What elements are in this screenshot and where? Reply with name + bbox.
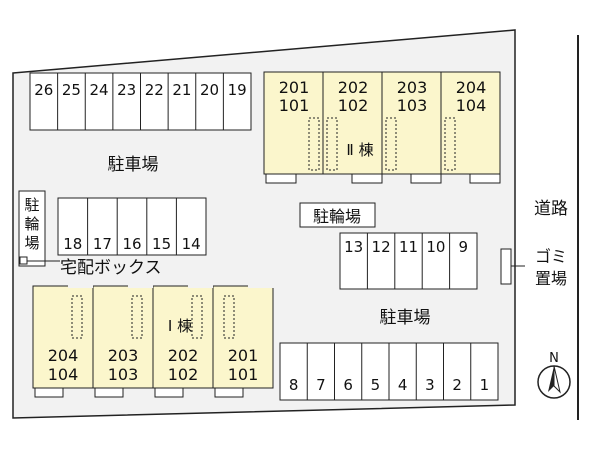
parking-lot-label-north: 駐車場 (108, 155, 159, 175)
svg-text:駐: 駐 (24, 196, 39, 214)
garbage-area: ゴミ 置場 (500, 247, 567, 288)
delivery-box: 宅配ボックス (19, 256, 162, 278)
unit-number-upper: 203 (397, 78, 428, 97)
parking-stall-number: 22 (145, 81, 164, 99)
building-1-label: Ⅰ 棟 (168, 317, 192, 335)
parking-stall-number: 8 (289, 376, 299, 394)
parking-stall-number: 15 (152, 235, 171, 253)
parking-stall-number: 10 (426, 238, 445, 256)
parking-lot-label-south: 駐車場 (380, 308, 431, 328)
svg-text:置場: 置場 (535, 269, 567, 288)
unit-number-lower: 104 (456, 96, 487, 115)
unit-number-upper: 204 (48, 346, 79, 365)
parking-stall-number: 16 (122, 235, 141, 253)
building-2-label: Ⅱ 棟 (346, 141, 373, 159)
unit-number-upper: 203 (108, 346, 139, 365)
svg-text:ゴミ: ゴミ (535, 247, 567, 266)
bicycle-parking-center: 駐輪場 (299, 202, 376, 228)
unit-number-upper: 202 (338, 78, 369, 97)
unit-number-lower: 103 (108, 365, 139, 384)
parking-stall-number: 2 (452, 376, 462, 394)
unit-number-lower: 101 (228, 365, 259, 384)
parking-stall-number: 21 (172, 81, 191, 99)
parking-mid: 18 17 16 15 14 (57, 197, 207, 256)
parking-stall-number: 4 (398, 376, 408, 394)
unit-number-upper: 201 (279, 78, 310, 97)
parking-stall-number: 6 (343, 376, 353, 394)
unit-number-lower: 101 (279, 96, 310, 115)
svg-text:輪: 輪 (24, 215, 39, 233)
parking-stall-number: 23 (117, 81, 136, 99)
parking-stall-number: 18 (63, 235, 82, 253)
north-arrow-icon: N (537, 351, 571, 399)
unit-number-upper: 202 (168, 346, 199, 365)
parking-stall-number: 25 (62, 81, 81, 99)
parking-stall-number: 13 (344, 238, 363, 256)
svg-text:場: 場 (24, 234, 39, 252)
unit-number-lower: 102 (168, 365, 199, 384)
parking-stall-number: 5 (371, 376, 381, 394)
parking-stall-number: 7 (316, 376, 326, 394)
parking-right: 13 12 11 10 9 (339, 232, 478, 290)
bicycle-parking-left: 駐 輪 場 (18, 190, 46, 267)
unit-number-lower: 104 (48, 365, 79, 384)
parking-stall-number: 14 (182, 235, 201, 253)
parking-stall-number: 24 (90, 81, 109, 99)
parking-stall-number: 3 (425, 376, 435, 394)
parking-stall-number: 12 (372, 238, 391, 256)
unit-number-upper: 201 (228, 346, 259, 365)
parking-stall-number: 17 (93, 235, 112, 253)
svg-text:宅配ボックス: 宅配ボックス (60, 258, 162, 278)
unit-number-lower: 102 (338, 96, 369, 115)
svg-text:駐輪場: 駐輪場 (313, 207, 361, 226)
parking-stall-number: 9 (459, 238, 469, 256)
parking-stall-number: 11 (399, 238, 418, 256)
parking-north: 26 25 24 23 22 21 20 19 (29, 72, 252, 131)
parking-stall-number: 19 (228, 81, 247, 99)
parking-stall-number: 26 (34, 81, 53, 99)
parking-stall-number: 1 (480, 376, 490, 394)
parking-stall-number: 20 (200, 81, 219, 99)
unit-number-upper: 204 (456, 78, 487, 97)
unit-number-lower: 103 (397, 96, 428, 115)
svg-text:N: N (549, 351, 559, 366)
road-label: 道路 (534, 199, 568, 219)
